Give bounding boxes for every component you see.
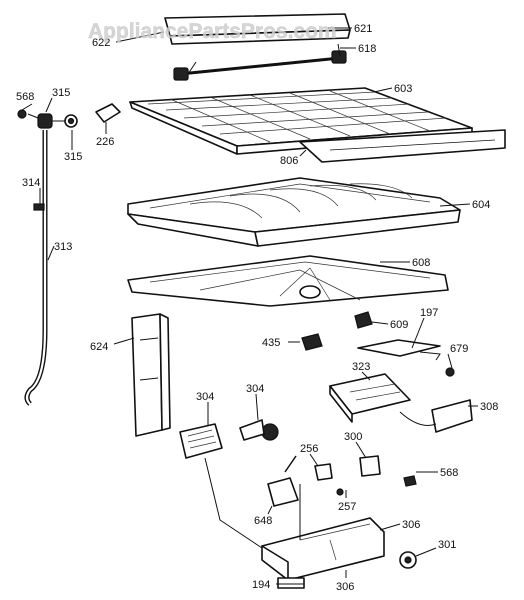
callout-197: 197	[420, 307, 438, 319]
callout-315-bottom: 315	[64, 151, 82, 163]
callout-609: 609	[390, 319, 408, 331]
callout-568-right: 568	[440, 467, 458, 479]
watermark: AppliancePartsPros.com	[88, 20, 337, 43]
callout-313: 313	[54, 241, 72, 253]
clips[interactable]	[301, 311, 373, 351]
drain-tube[interactable]	[24, 130, 48, 406]
shelf-rod[interactable]	[173, 43, 347, 81]
callout-608: 608	[412, 257, 430, 269]
callout-568-left: 568	[16, 91, 34, 103]
callout-323: 323	[352, 361, 370, 373]
callout-435: 435	[262, 337, 280, 349]
callout-314: 314	[22, 177, 40, 189]
control-housing[interactable]	[204, 457, 417, 589]
callout-618: 618	[358, 43, 376, 55]
callout-labels: 622 621 618 603 806 568 315 315 226 314 …	[16, 23, 498, 593]
left-hardware[interactable]	[17, 103, 121, 129]
callout-304-right: 304	[246, 383, 264, 395]
callout-315-top: 315	[52, 87, 70, 99]
callout-257: 257	[338, 501, 356, 513]
callout-226: 226	[96, 136, 114, 148]
side-panel[interactable]	[131, 313, 171, 437]
control-bracket[interactable]	[329, 373, 473, 433]
callout-304-left: 304	[196, 391, 214, 403]
callout-806: 806	[280, 155, 298, 167]
callout-648: 648	[254, 515, 272, 527]
callout-622: 622	[92, 37, 110, 49]
callout-679: 679	[450, 343, 468, 355]
callout-621: 621	[354, 23, 372, 35]
drip-pan[interactable]	[127, 255, 449, 307]
callout-300: 300	[344, 431, 362, 443]
switches[interactable]	[267, 455, 417, 507]
top-bracket[interactable]	[164, 13, 351, 45]
wire-harness[interactable]	[357, 339, 455, 377]
callout-624: 624	[90, 341, 108, 353]
leader-lines	[21, 27, 478, 585]
callout-308: 308	[480, 401, 498, 413]
callout-306-top: 306	[402, 519, 420, 531]
callout-256: 256	[300, 443, 318, 455]
callout-306-bottom: 306	[336, 581, 354, 593]
thermostat[interactable]	[179, 419, 279, 459]
callout-194: 194	[252, 579, 270, 591]
callout-603: 603	[394, 83, 412, 95]
callout-604: 604	[472, 199, 490, 211]
grid-shelf[interactable]	[129, 87, 506, 163]
shelf-tray[interactable]	[127, 177, 461, 247]
callout-301: 301	[438, 539, 456, 551]
